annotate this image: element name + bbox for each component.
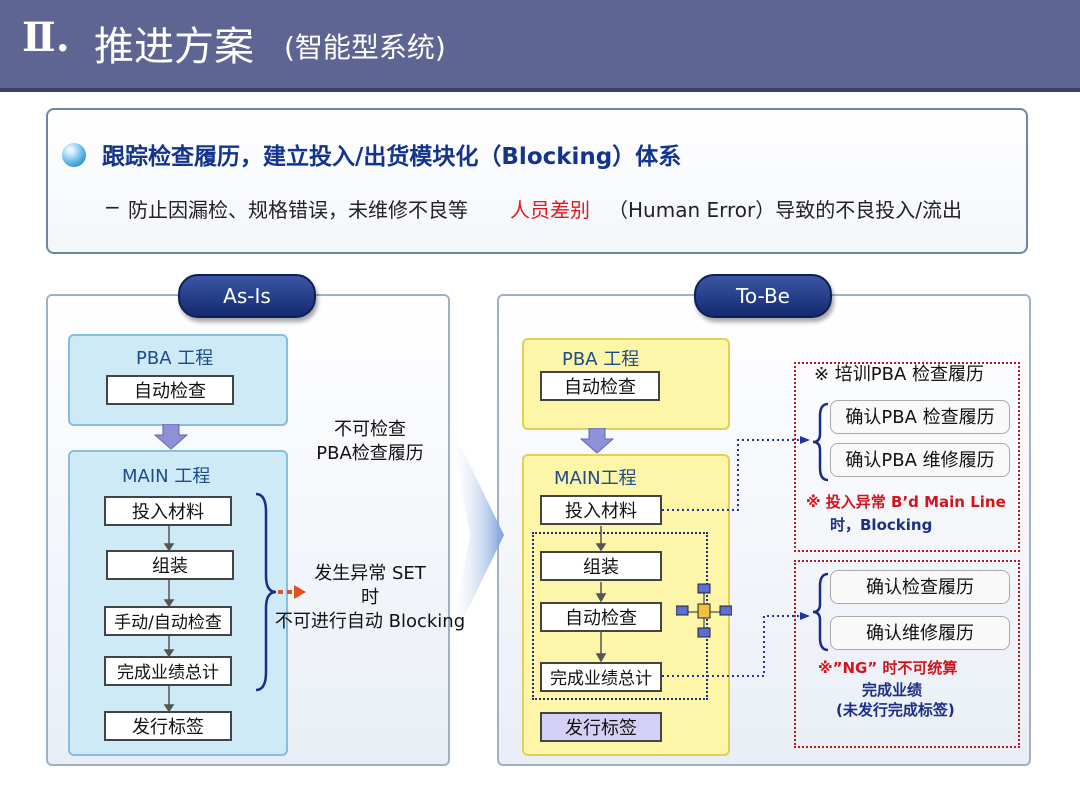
tab-to-be[interactable]: To-Be [694,274,832,318]
as-is-note-bottom-line3: 不可进行自动 Blocking [274,611,466,632]
upper-note-line2: 时，Blocking [830,516,933,534]
as-is-step-inspection: 手动/自动检查 [104,606,232,636]
to-be-pba-step: 自动检查 [540,371,660,401]
to-be-step-totals: 完成业绩总计 [540,662,662,692]
to-be-step-assembly: 组装 [540,551,662,581]
lower-check-box [794,560,1020,748]
lower-note-line2: 完成业绩 [862,681,923,699]
down-arrow-icon [580,428,614,454]
upper-check-box [794,362,1020,552]
to-be-dotted-connectors [662,436,810,677]
big-right-arrow-icon [448,420,504,650]
summary-detail-prefix: 防止因漏检、规格错误，未维修不良等 [128,198,468,222]
to-be-step-input: 投入材料 [540,495,662,525]
upper-box-title: ※ 培训PBA 检查履历 [814,364,985,385]
as-is-note-bottom-line2: 时 [361,587,379,608]
section-numeral: Ⅱ. [22,14,70,61]
summary-detail-highlight: 人员差别 [510,198,590,222]
as-is-step-totals: 完成业绩总计 [104,656,232,686]
to-be-step-label: 发行标签 [540,712,662,742]
as-is-step-assembly: 组装 [106,550,234,580]
summary-detail-suffix: （Human Error）导致的不良投入/流出 [608,198,962,222]
slide-title: 推进方案 [94,24,254,70]
summary-box [46,108,1028,254]
as-is-step-label: 发行标签 [104,711,232,741]
down-arrow-icon [154,424,188,450]
curly-brace-icon [812,402,829,482]
lower-item-repair: 确认维修履历 [830,616,1010,650]
summary-dash: − [104,195,121,219]
as-is-note-top-line1: 不可检查 [334,419,406,440]
lower-note-line1: ※”NG” 时不可统算 [818,657,957,678]
lower-note-ng: NG [842,659,868,677]
bullet-orb-icon [62,143,86,167]
as-is-flow-connectors [163,526,175,713]
as-is-note-bottom-line1: 发生异常 SET [314,563,426,584]
upper-item-pba-repair: 确认PBA 维修履历 [830,443,1010,477]
as-is-pba-step: 自动检查 [106,375,234,405]
as-is-note-top-line2: PBA检查履历 [316,443,424,464]
to-be-flow-connectors [595,526,607,663]
to-be-main-label: MAIN工程 [554,468,637,489]
slide-subtitle: (智能型系统) [284,31,446,64]
curly-brace-icon [812,572,829,652]
to-be-step-inspection: 自动检查 [540,602,662,632]
slide-header [0,0,1080,92]
as-is-main-label: MAIN 工程 [122,466,211,487]
curly-brace-icon [255,492,306,692]
lower-note-line3: (未发行完成标签) [836,701,955,719]
lower-note-prefix: ※” [818,659,843,677]
to-be-pba-label: PBA 工程 [562,349,640,370]
lower-item-inspection: 确认检查履历 [830,570,1010,604]
tab-as-is[interactable]: As-Is [178,274,316,318]
network-computers-icon [676,583,732,638]
as-is-pba-label: PBA 工程 [136,348,214,369]
lower-note-suffix: ” 时不可统算 [867,659,958,677]
upper-note-line1: ※ 投入异常 B’d Main Line [806,493,1006,511]
summary-headline: 跟踪检查履历，建立投入/出货模块化（Blocking）体系 [102,144,682,170]
upper-item-pba-inspection: 确认PBA 检查履历 [830,400,1010,434]
as-is-step-input: 投入材料 [104,496,232,526]
